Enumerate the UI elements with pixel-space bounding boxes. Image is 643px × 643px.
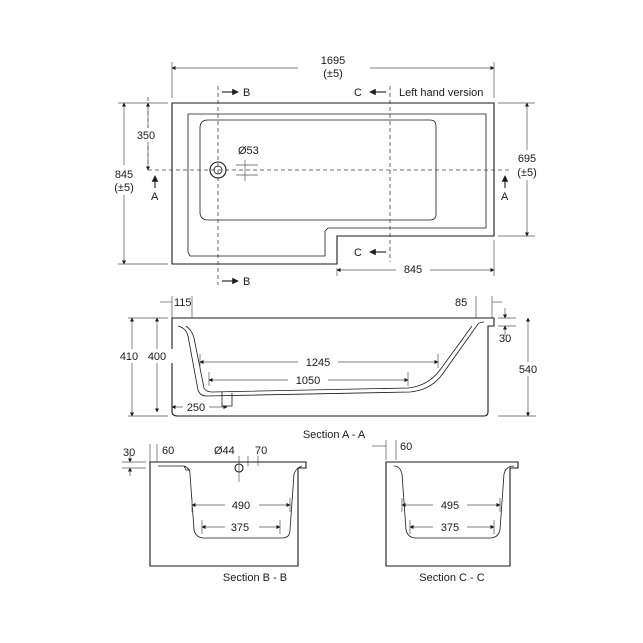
overall-length-tolerance: (±5)	[323, 68, 342, 80]
bath-basin	[199, 119, 437, 221]
rim-right-label: 70	[255, 445, 267, 457]
label-mask	[130, 128, 162, 142]
section-bb-lip	[183, 465, 190, 471]
length-bottom-label: 1050	[296, 375, 320, 387]
label-mask	[298, 355, 338, 369]
version-label: Left hand version	[399, 87, 483, 99]
section-aa-outline	[171, 317, 495, 417]
label-mask	[225, 520, 259, 534]
length-top-label: 1245	[306, 357, 330, 369]
step-length-label: 845	[404, 264, 422, 276]
width-bottom-label: 375	[231, 522, 249, 534]
width-top-label: 495	[441, 500, 459, 512]
bath-outline	[171, 102, 495, 265]
waste-diameter-label: Ø44	[214, 445, 235, 457]
rim-left-label: 60	[162, 445, 174, 457]
label-mask	[183, 399, 209, 413]
rim-thickness-label: 30	[123, 447, 135, 459]
section-aa-basin	[177, 321, 485, 397]
section-bb-view: 30 60 Ø44 70 490 375 Section B - B	[122, 444, 307, 584]
section-cc-view: 60 495 375 Section C - C	[372, 440, 519, 584]
overall-width-tolerance: (±5)	[114, 182, 133, 194]
rim-right-label: 85	[455, 297, 467, 309]
section-aa-title: Section A - A	[303, 429, 366, 441]
narrow-width-label: 695	[518, 153, 536, 165]
overall-width-label: 845	[115, 169, 133, 181]
label-mask	[142, 349, 174, 363]
section-c-bottom-label: C	[354, 247, 362, 259]
section-bb-title: Section B - B	[223, 572, 287, 584]
width-bottom-label: 375	[441, 522, 459, 534]
section-cc-outline	[385, 461, 519, 567]
waste-offset-label: 350	[137, 130, 155, 142]
waste-diameter-label: Ø53	[238, 145, 259, 157]
label-mask	[115, 349, 147, 363]
label-mask	[433, 498, 467, 512]
waste-position-label: 250	[187, 402, 205, 414]
section-a-right-label: A	[501, 191, 509, 203]
section-cc-title: Section C - C	[419, 572, 484, 584]
section-aa-basin-inner	[185, 325, 473, 393]
bath-rim-inner	[187, 113, 487, 257]
section-a-left-label: A	[151, 191, 159, 203]
section-bb-basin	[158, 465, 303, 539]
label-mask	[510, 150, 544, 180]
label-mask	[108, 165, 140, 195]
section-aa-view: 115 85 410 400 30 540	[115, 296, 545, 441]
height-inner-label: 400	[148, 351, 166, 363]
section-b-bottom-label: B	[243, 276, 250, 288]
section-cc-basin	[393, 465, 515, 539]
height-outer-label: 410	[120, 351, 138, 363]
label-mask	[288, 373, 328, 387]
label-mask	[511, 362, 545, 376]
label-mask	[396, 261, 430, 275]
section-aa-waste	[221, 392, 233, 407]
rim-left-label: 60	[400, 441, 412, 453]
total-height-label: 540	[519, 364, 537, 376]
section-c-top-label: C	[354, 87, 362, 99]
narrow-width-tolerance: (±5)	[517, 167, 536, 179]
section-b-top-label: B	[243, 87, 250, 99]
rim-left-label: 115	[174, 297, 192, 309]
label-mask	[298, 50, 370, 84]
overall-length-label: 1695	[321, 55, 345, 67]
label-mask	[433, 520, 467, 534]
label-mask	[225, 498, 259, 512]
plan-view: 1695 (±5) Ø53 A A B B C C Left hand ver	[108, 50, 544, 288]
rim-height-label: 30	[499, 333, 511, 345]
width-top-label: 490	[232, 500, 250, 512]
section-bb-outline	[149, 461, 307, 567]
